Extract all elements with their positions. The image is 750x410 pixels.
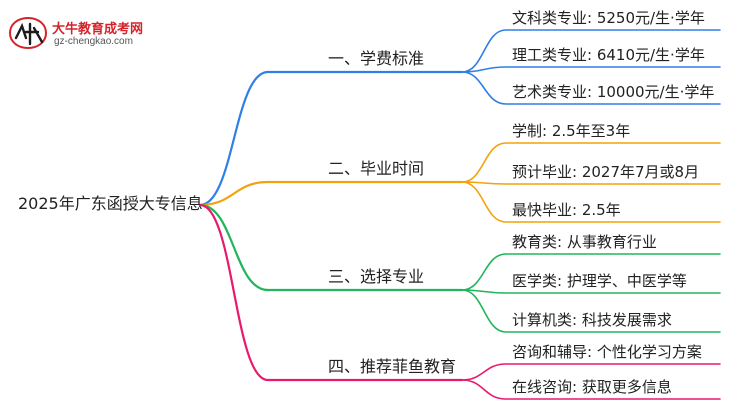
logo-subtitle: gz-chengkao.com [54, 36, 133, 47]
leaf-label: 咨询和辅导: 个性化学习方案 [512, 343, 702, 361]
logo-title: 大牛教育成考网 [52, 22, 144, 37]
leaf-connector [461, 181, 721, 185]
leaf-connector [461, 289, 721, 333]
logo: 大牛教育成考网 gz-chengkao.com [8, 12, 178, 54]
leaf-label: 医学类: 护理学、中医学等 [512, 272, 687, 290]
branch-label: 一、学费标准 [328, 49, 425, 68]
branch-label: 三、选择专业 [328, 267, 425, 286]
leaf-connector [461, 142, 721, 183]
branch-label: 二、毕业时间 [328, 159, 425, 178]
branch-connector [198, 180, 464, 207]
logo-badge-icon [8, 16, 48, 50]
leaf-label: 计算机类: 科技发展需求 [512, 311, 672, 329]
leaf-label: 艺术类专业: 10000元/生·学年 [512, 83, 715, 101]
leaf-connector [461, 379, 721, 400]
leaf-connector [461, 29, 721, 73]
branch-label: 四、推荐菲鱼教育 [328, 357, 457, 376]
leaf-label: 最快毕业: 2.5年 [512, 201, 621, 219]
leaf-label: 在线咨询: 获取更多信息 [512, 378, 672, 396]
leaf-connector [461, 289, 721, 294]
leaf-connector [461, 71, 721, 105]
leaf-label: 预计毕业: 2027年7月或8月 [512, 163, 700, 181]
leaf-label: 文科类专业: 5250元/生·学年 [512, 9, 705, 27]
leaf-connector [461, 181, 721, 223]
root-topic: 2025年广东函授大专信息 [18, 194, 203, 213]
leaf-label: 教育类: 从事教育行业 [512, 233, 657, 251]
branch-connector [198, 70, 464, 207]
leaf-label: 理工类专业: 6410元/生·学年 [512, 46, 705, 64]
branch-connector [198, 203, 464, 292]
leaf-connector [461, 253, 721, 291]
leaf-label: 学制: 2.5年至3年 [512, 122, 631, 140]
branch-connector [198, 203, 464, 382]
leaf-connector [461, 66, 721, 73]
leaf-connector [461, 363, 721, 381]
